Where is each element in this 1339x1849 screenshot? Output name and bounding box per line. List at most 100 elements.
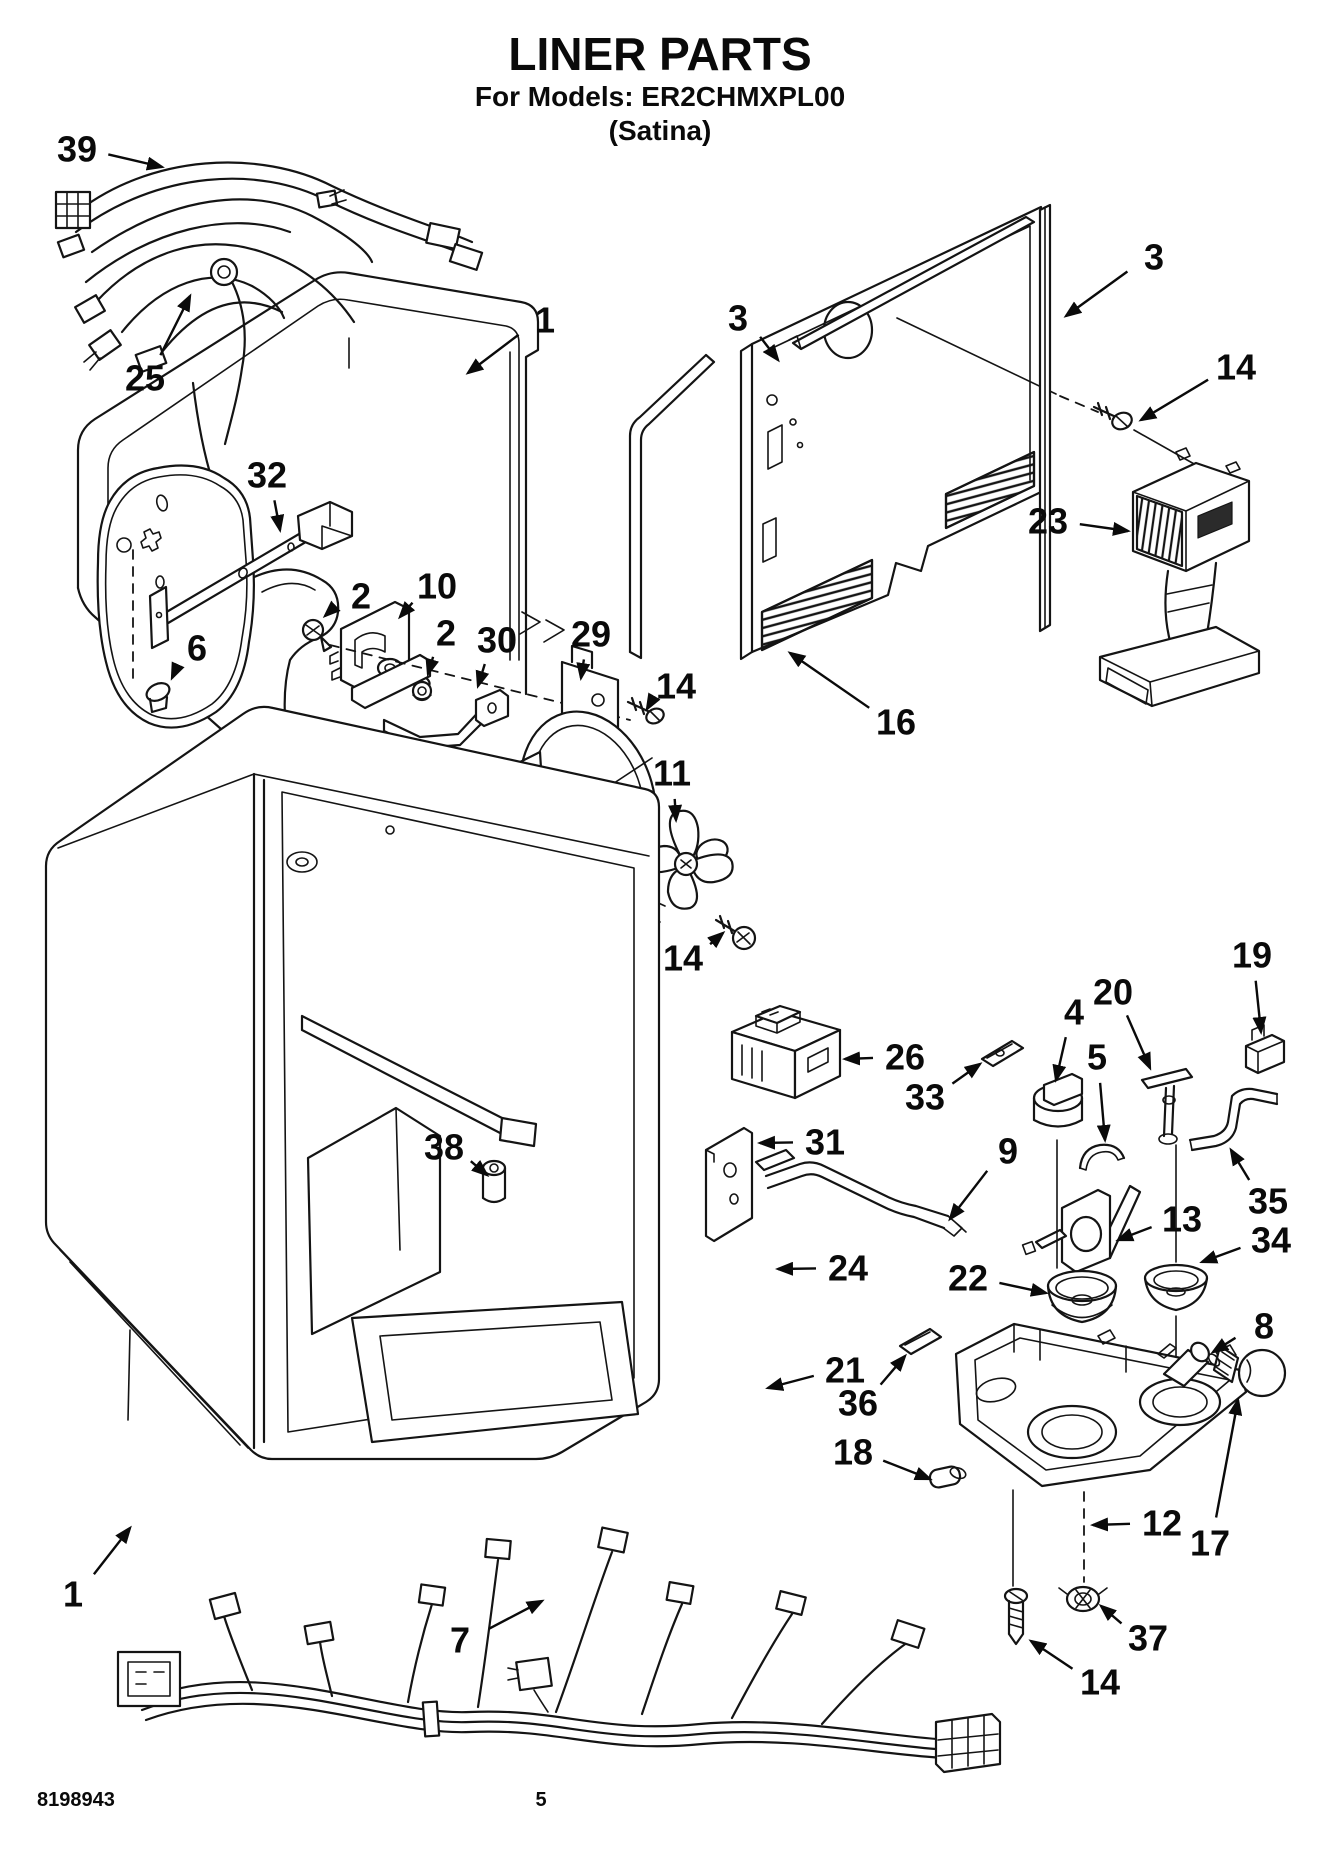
callout-36: 36 <box>838 1353 907 1424</box>
callout-leader-8 <box>1210 1336 1237 1354</box>
clip-33-drawing <box>980 1039 1025 1068</box>
callout-13: 13 <box>1115 1199 1202 1242</box>
callout-leader-12 <box>1090 1517 1131 1532</box>
callout-leader-24 <box>775 1261 817 1276</box>
callout-9: 9 <box>948 1131 1018 1222</box>
callout-leader-14a <box>645 692 661 712</box>
callout-label-13: 13 <box>1162 1199 1202 1240</box>
callout-leader-14c <box>707 931 726 949</box>
wingnut-37-drawing <box>1058 1585 1108 1613</box>
callout-33: 33 <box>905 1062 983 1118</box>
callout-leader-2a <box>322 600 341 619</box>
callout-11: 11 <box>653 753 691 823</box>
doc-number: 8198943 <box>37 1789 115 1811</box>
cup-34-drawing <box>1143 1263 1209 1312</box>
callout-label-5: 5 <box>1087 1037 1107 1078</box>
screw-2a-drawing <box>301 618 333 653</box>
callout-leader-14d <box>1028 1639 1074 1670</box>
callout-10: 10 <box>398 566 457 620</box>
sensor-connector <box>209 257 239 287</box>
callout-label-37: 37 <box>1128 1618 1168 1659</box>
callout-leader-31 <box>757 1135 794 1150</box>
callout-label-14b: 14 <box>1216 347 1256 388</box>
callout-label-10: 10 <box>417 566 457 607</box>
callout-17: 17 <box>1190 1397 1243 1564</box>
callout-leader-3a <box>759 336 780 363</box>
title-block: LINER PARTS For Models: ER2CHMXPL00 (Sat… <box>475 28 845 146</box>
callout-label-18: 18 <box>833 1432 873 1473</box>
callout-24: 24 <box>775 1248 868 1289</box>
callout-leader-1b <box>92 1525 132 1576</box>
plate-31-drawing <box>704 1126 754 1243</box>
callout-label-6: 6 <box>187 628 207 669</box>
grommet-6-drawing <box>145 682 171 714</box>
callout-leader-13 <box>1115 1225 1153 1242</box>
callout-label-36: 36 <box>838 1383 878 1424</box>
callout-14d: 14 <box>1028 1639 1120 1703</box>
power-plug <box>515 1656 553 1692</box>
screw-14b-drawing <box>1092 401 1133 431</box>
tube-9-drawing <box>754 1148 967 1237</box>
callout-leader-36 <box>879 1353 907 1386</box>
callout-label-2b: 2 <box>436 613 456 654</box>
screw-14c-drawing <box>714 914 757 951</box>
lower-liner-drawing <box>44 705 661 1461</box>
callout-2a: 2 <box>322 576 371 619</box>
callout-38: 38 <box>424 1127 490 1177</box>
callout-leader-32 <box>270 500 285 533</box>
callout-label-1b: 1 <box>63 1574 83 1615</box>
callout-label-20: 20 <box>1093 972 1133 1013</box>
callout-6: 6 <box>170 628 207 681</box>
fan-blade-11-drawing <box>642 809 734 910</box>
callout-leader-11 <box>668 798 683 823</box>
callout-2b: 2 <box>425 613 456 677</box>
callout-1b: 1 <box>63 1525 132 1615</box>
callout-leader-26 <box>842 1051 874 1066</box>
callout-label-19: 19 <box>1232 935 1272 976</box>
callout-label-38: 38 <box>424 1127 464 1168</box>
page-title: LINER PARTS <box>508 28 811 80</box>
callout-19: 19 <box>1232 935 1272 1035</box>
callout-label-3b: 3 <box>1144 237 1164 278</box>
callout-29: 29 <box>571 614 611 681</box>
callout-label-22: 22 <box>948 1258 988 1299</box>
callout-label-14d: 14 <box>1080 1662 1120 1703</box>
partition-panel-drawing <box>739 205 1204 661</box>
artwork-layer <box>44 161 1287 1774</box>
callout-26: 26 <box>842 1037 925 1078</box>
callout-leader-5 <box>1096 1082 1111 1143</box>
damper-23-drawing <box>1098 447 1261 708</box>
callout-8: 8 <box>1210 1306 1274 1354</box>
callout-4: 4 <box>1052 992 1084 1083</box>
callout-label-30: 30 <box>477 620 517 661</box>
callout-label-17: 17 <box>1190 1523 1230 1564</box>
callout-leader-37 <box>1098 1604 1123 1625</box>
callout-label-21: 21 <box>825 1350 865 1391</box>
callout-20: 20 <box>1093 972 1152 1071</box>
side-panel <box>96 464 255 729</box>
callout-label-3a: 3 <box>728 298 748 339</box>
part-18-drawing <box>928 1465 967 1489</box>
callout-34: 34 <box>1199 1220 1291 1264</box>
callout-label-32: 32 <box>247 455 287 496</box>
callout-leader-33 <box>951 1062 983 1085</box>
bulb-17-drawing <box>1207 1344 1287 1398</box>
footer: 8198943 5 <box>37 1789 547 1811</box>
shield-36-drawing <box>898 1327 943 1356</box>
callout-label-9: 9 <box>998 1131 1018 1172</box>
callout-leader-14b <box>1138 378 1209 422</box>
callout-label-1a: 1 <box>535 300 555 341</box>
callout-14c: 14 <box>663 931 726 979</box>
thermostat-13-drawing <box>1021 1184 1142 1274</box>
harness-7-drawing <box>116 1526 1002 1774</box>
callout-3b: 3 <box>1063 237 1164 318</box>
clip-4-drawing <box>1032 1072 1084 1128</box>
callout-leader-10 <box>398 601 416 620</box>
callout-label-25: 25 <box>125 358 165 399</box>
callout-32: 32 <box>247 455 287 533</box>
callout-35: 35 <box>1229 1147 1288 1222</box>
callout-leader-18 <box>882 1459 933 1481</box>
callout-leader-17 <box>1214 1397 1243 1518</box>
callout-leader-19 <box>1252 980 1267 1035</box>
